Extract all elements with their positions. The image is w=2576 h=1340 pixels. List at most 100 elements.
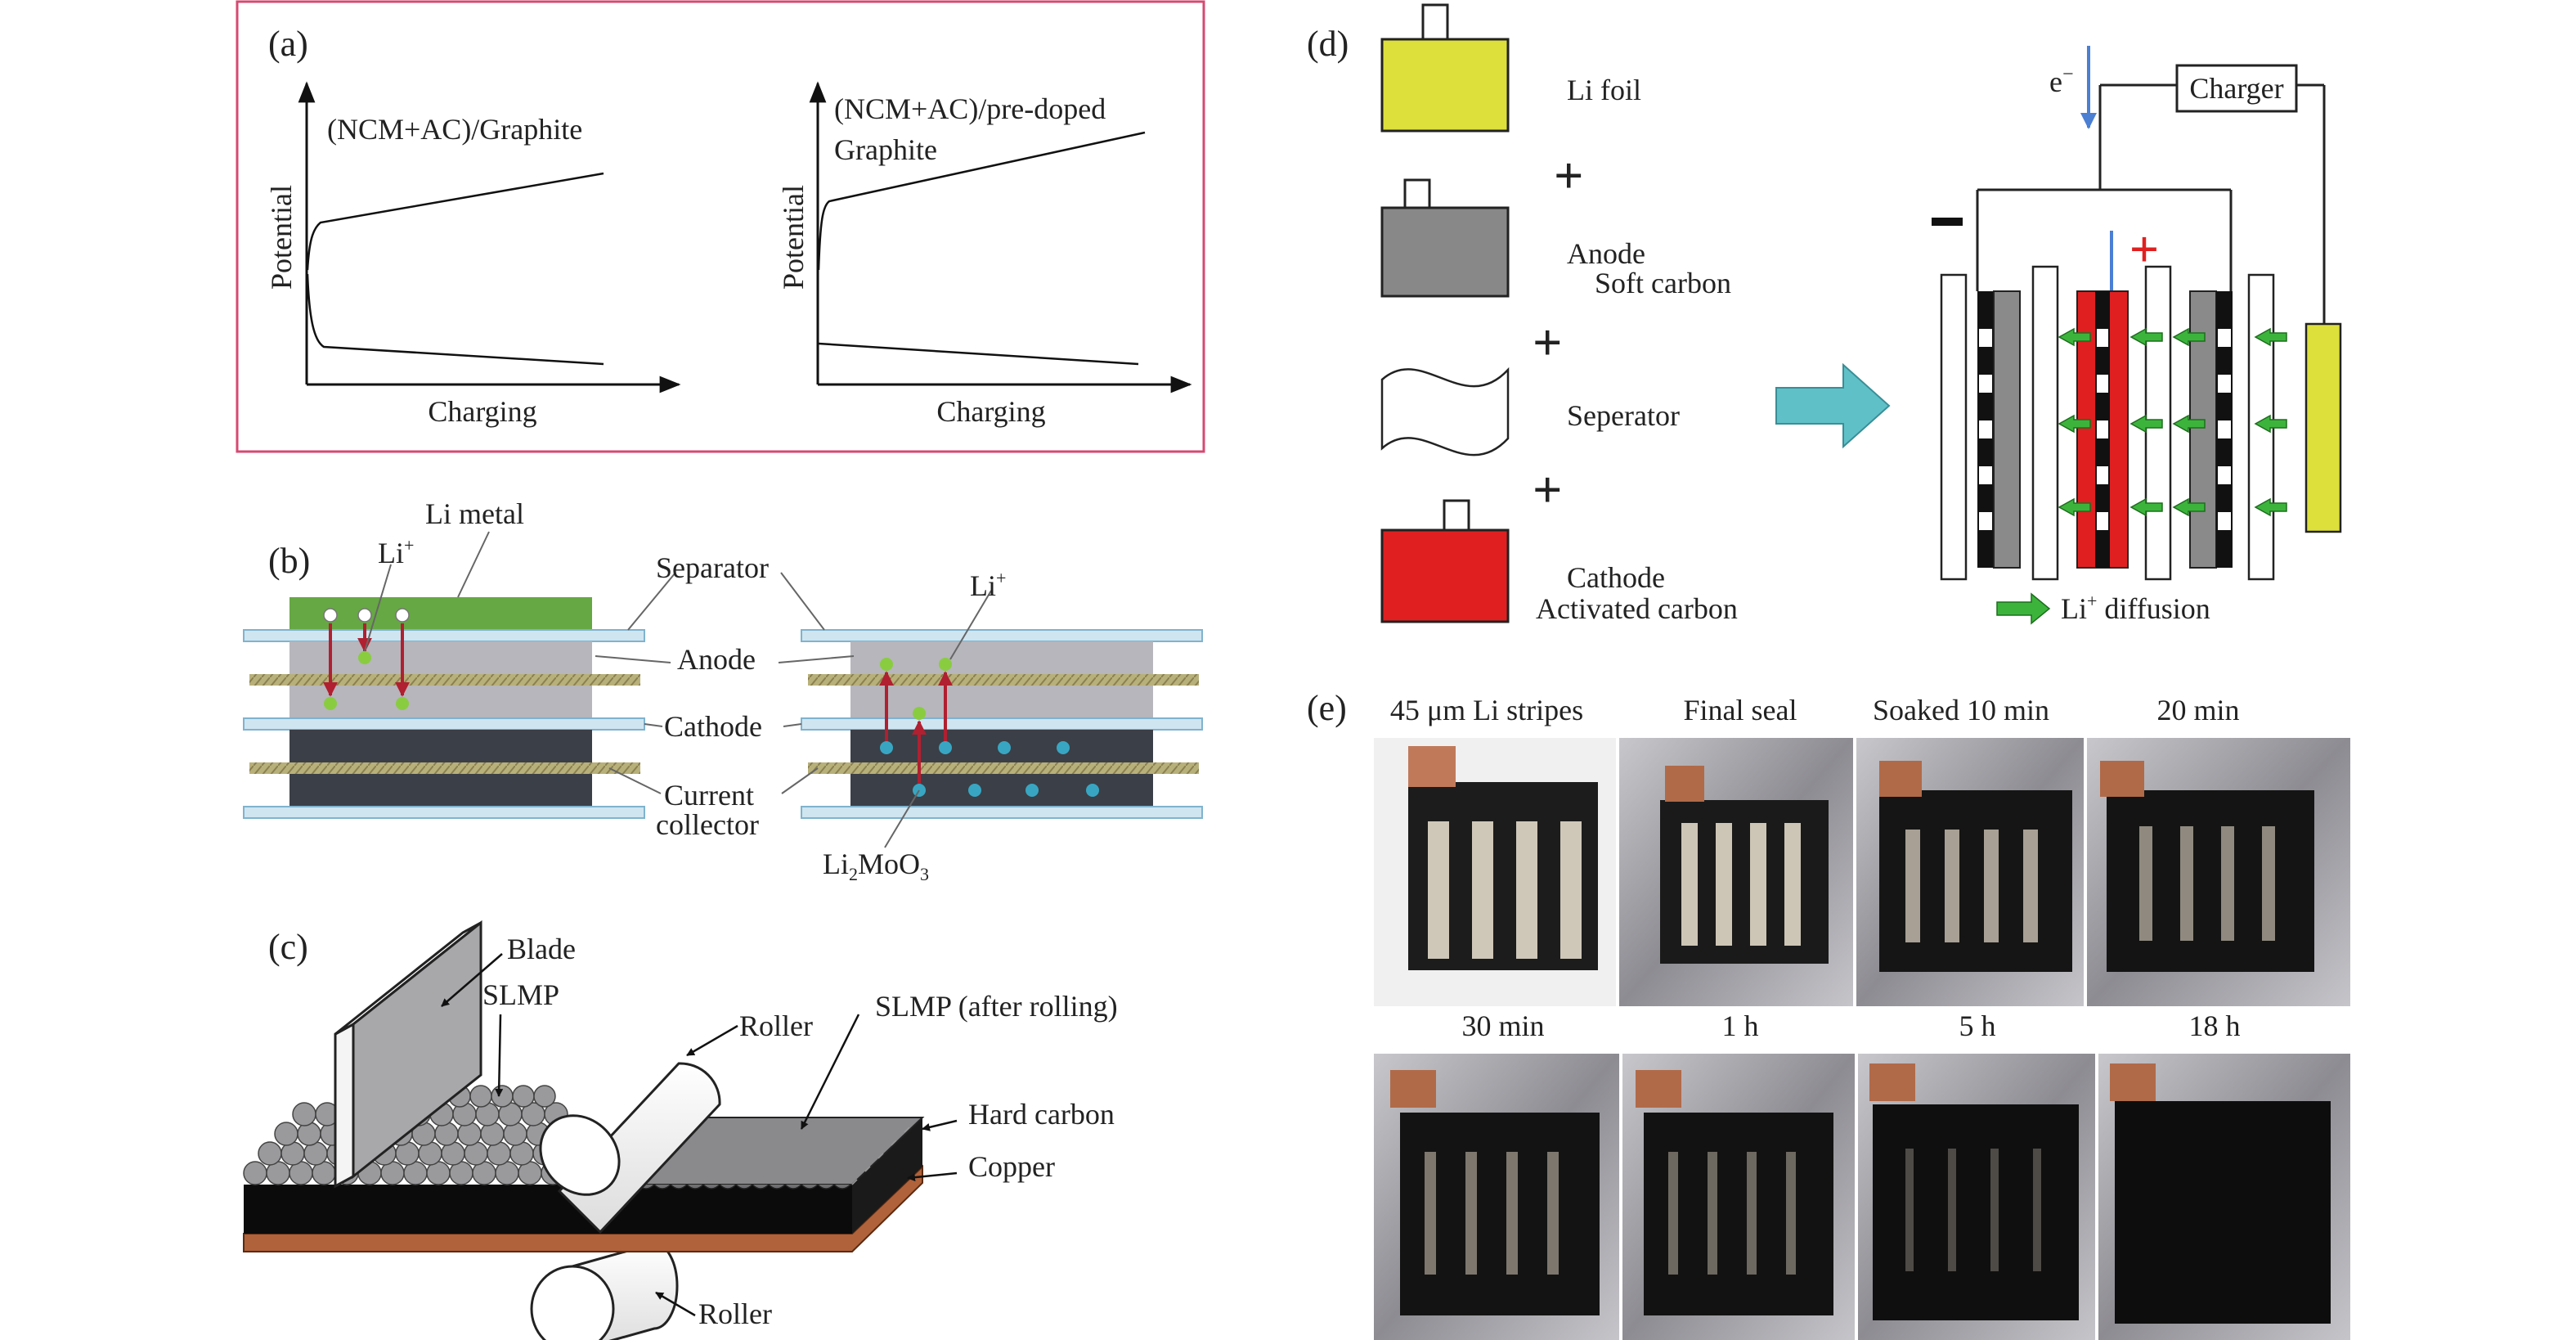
x-axis-label: Charging: [936, 395, 1045, 428]
photo-li-stripes: [1374, 738, 1616, 1006]
photo-final-seal: [1619, 738, 1853, 1006]
li-ion: [396, 697, 409, 710]
photo-label: 5 h: [1959, 1009, 1996, 1042]
panel-e-label: (e): [1307, 688, 1347, 728]
current-collector: [249, 762, 640, 774]
slmp-label: SLMP: [482, 978, 559, 1011]
diffusion-arrows: [2058, 327, 2287, 517]
photo-label: 18 h: [2189, 1009, 2241, 1042]
current-collector: [808, 762, 1199, 774]
separator: [243, 717, 645, 731]
top-roller: [539, 1062, 721, 1234]
photo-20min: [2087, 738, 2350, 1006]
plot-title: (NCM+AC)/Graphite: [327, 113, 582, 146]
photo-labels-top: 45 μm Li stripes Final seal Soaked 10 mi…: [1390, 694, 2240, 726]
slmp-after-label: SLMP (after rolling): [875, 990, 1118, 1023]
charger-circuit: [1976, 83, 2326, 324]
diffusion-legend-arrow: [1996, 592, 2051, 625]
li-ion: [913, 707, 926, 720]
photo-30min: [1374, 1054, 1619, 1340]
li2moo3-particle: [968, 784, 981, 797]
stack-right: [801, 629, 1203, 819]
photo-label: Final seal: [1684, 694, 1797, 726]
cathode-label: Cathode: [664, 710, 762, 743]
assembly-arrow: [1775, 362, 1891, 449]
anode-material-label: Soft carbon: [1595, 267, 1731, 299]
separator-label: Separator: [656, 551, 769, 584]
anode-label: Anode: [677, 643, 756, 676]
li-ion-label: Li+: [378, 535, 414, 569]
panel-d: (d) Li foil + Anode Soft carbon + Sepera…: [1307, 3, 2342, 625]
plus-sign: +: [1554, 146, 1583, 205]
photo-1h: [1622, 1054, 1855, 1340]
photo-label: Soaked 10 min: [1873, 694, 2049, 726]
lower-curve: [306, 273, 604, 366]
li-foil-electrode: [2304, 322, 2342, 533]
panel-a-frame: [236, 0, 1205, 453]
separator: [243, 629, 645, 642]
stack-left: [243, 597, 645, 819]
li-ion: [358, 651, 371, 664]
current-collector-label: Current: [664, 779, 754, 812]
panel-a-label: (a): [268, 24, 308, 64]
charger-box: [2175, 64, 2298, 113]
cathode-label: Cathode: [1567, 561, 1665, 594]
li-ion: [324, 697, 337, 710]
roller-top-label: Roller: [739, 1009, 813, 1042]
panel-c: (c): [243, 920, 1118, 1340]
panel-c-label: (c): [268, 927, 308, 967]
electron-label: e−: [2049, 64, 2074, 98]
anode-label: Anode: [1567, 237, 1645, 270]
blade: [334, 920, 482, 1189]
photo-soaked-10min: [1856, 738, 2084, 1006]
separator-swatch: [1380, 366, 1510, 456]
panel-b-leaders: [364, 531, 992, 848]
upper-curve: [817, 131, 1146, 271]
hard-carbon-side: [852, 1117, 922, 1234]
li-metal-foil: [289, 597, 592, 632]
copper-label: Copper: [968, 1150, 1055, 1183]
panel-b: (b): [243, 497, 1203, 884]
li-foil-tab: [1421, 3, 1449, 41]
li2moo3-particle: [998, 741, 1011, 754]
separator: [243, 806, 645, 819]
li-metal-label: Li metal: [425, 497, 524, 530]
separator-sheet: [1940, 273, 1968, 581]
li2moo3-particle: [1086, 784, 1099, 797]
panel-b-label: (b): [268, 541, 310, 581]
plus-sign: +: [1533, 313, 1562, 371]
roller-bottom-label: Roller: [698, 1297, 772, 1330]
hard-carbon-front: [244, 1185, 852, 1234]
lower-curve: [818, 342, 1139, 366]
li-foil-label: Li foil: [1567, 74, 1641, 106]
x-axis-label: Charging: [428, 395, 536, 428]
li-ion: [880, 658, 893, 671]
diffusion-legend-label: Li+ diffusion: [2061, 591, 2210, 625]
separator: [801, 629, 1203, 642]
li-atom: [357, 608, 372, 623]
li-foil-swatch: [1380, 38, 1510, 133]
anode-swatch: [1380, 206, 1510, 298]
li2moo3-particle: [1025, 784, 1039, 797]
separator-label: Seperator: [1567, 399, 1680, 432]
li-ion-label: Li+: [970, 568, 1006, 602]
hard-carbon-label: Hard carbon: [968, 1098, 1115, 1131]
separator: [801, 806, 1203, 819]
li-atom: [323, 608, 338, 623]
current-collector-label: collector: [656, 808, 759, 841]
li2moo3-particle: [1057, 741, 1070, 754]
separator: [801, 717, 1203, 731]
panel-d-label: (d): [1307, 24, 1349, 64]
separator-sheet: [2031, 265, 2059, 581]
blade-label: Blade: [507, 933, 576, 965]
panel-e: (e) 45 μm Li stripes Final seal Soaked 1…: [1307, 688, 2350, 1340]
photo-label: 20 min: [2156, 694, 2239, 726]
photo-5h: [1858, 1054, 2095, 1340]
photo-label: 1 h: [1722, 1009, 1759, 1042]
bottom-roller: [530, 1242, 679, 1340]
li-atom: [395, 608, 410, 623]
photo-18h: [2098, 1054, 2350, 1340]
photo-label: 45 μm Li stripes: [1390, 694, 1583, 726]
y-axis-label: Potential: [265, 185, 298, 290]
li2moo3-particle: [880, 741, 893, 754]
